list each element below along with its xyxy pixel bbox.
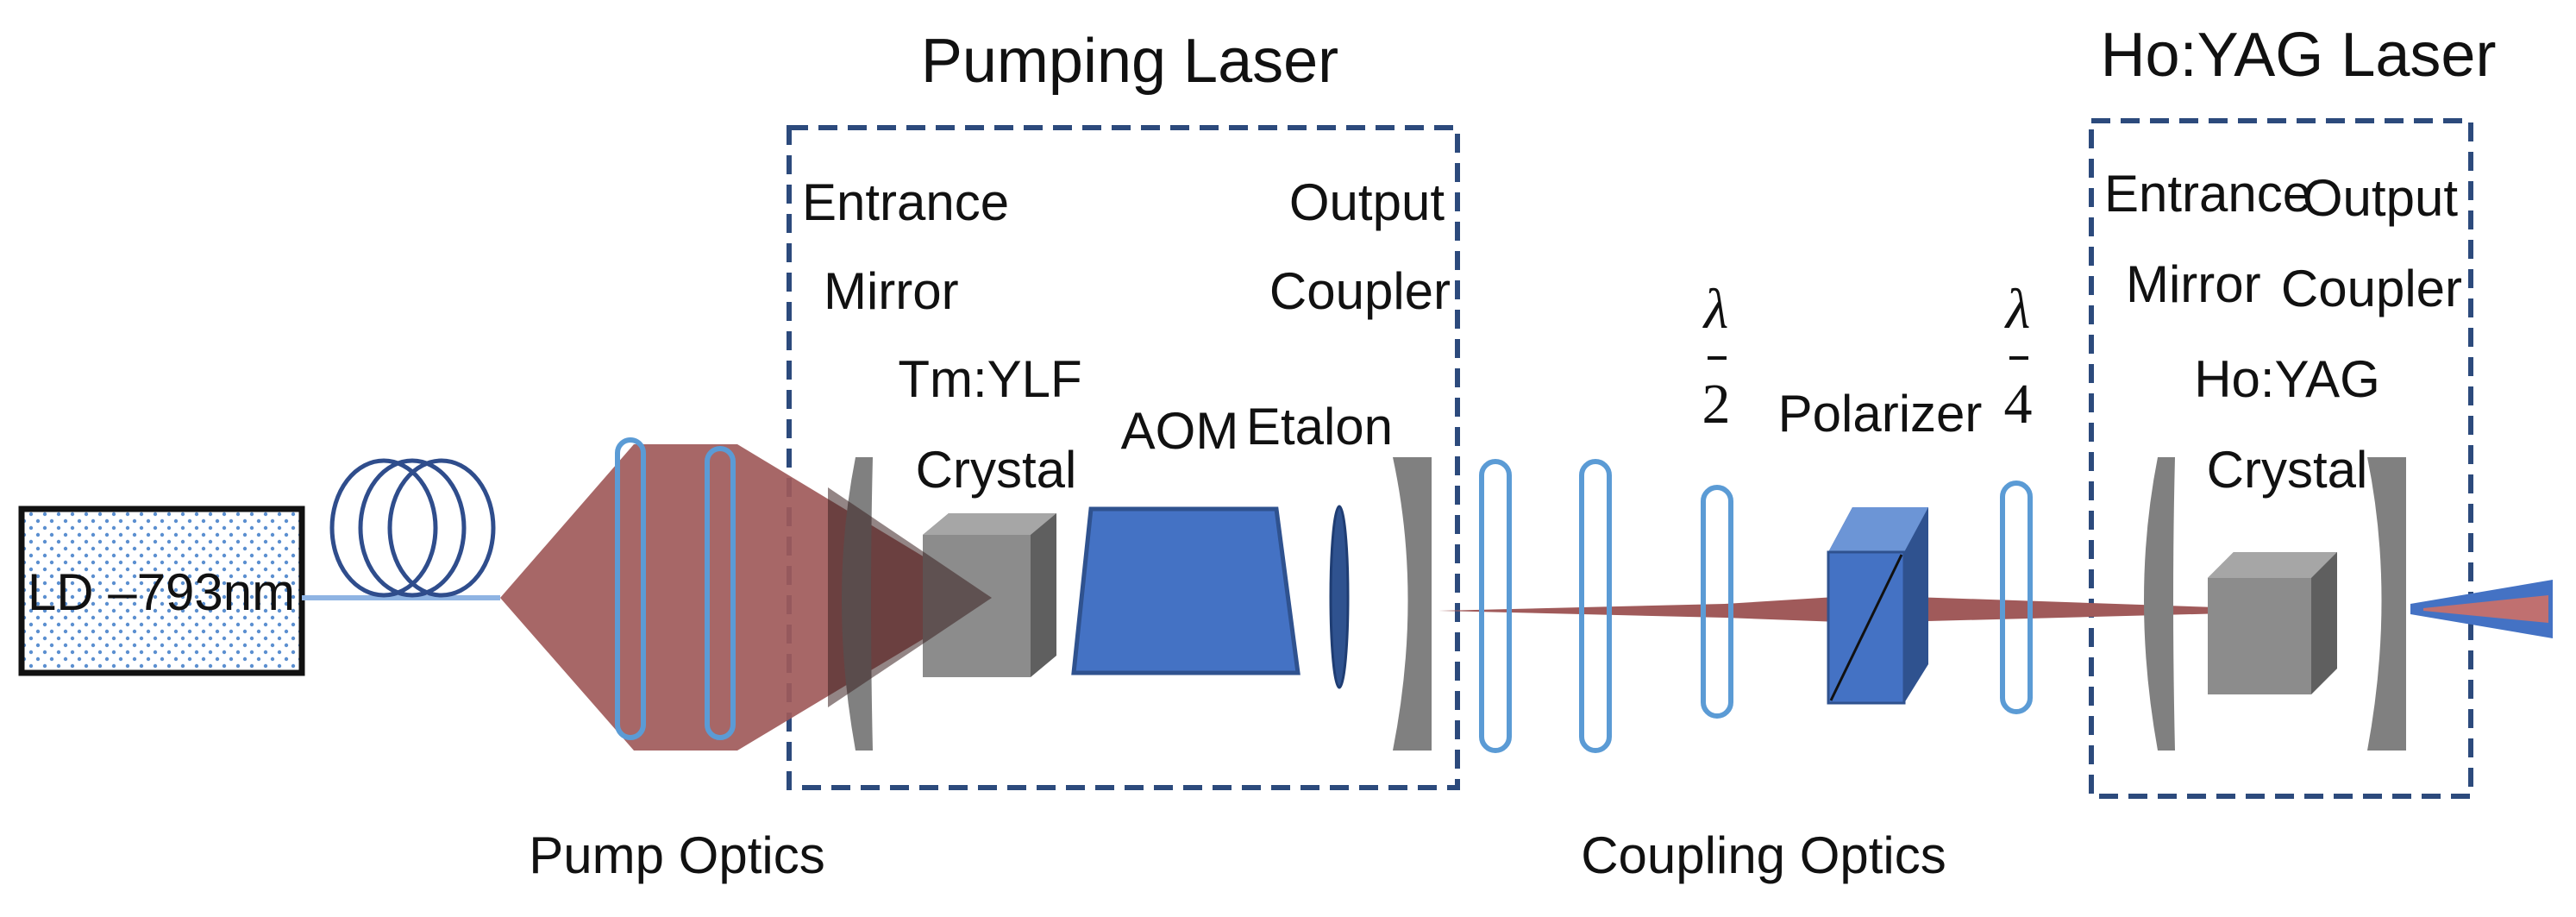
quarter-wave-denominator: 4 <box>2004 373 2033 436</box>
half-wave-plate <box>1701 485 1733 719</box>
output-beam-inner <box>2423 595 2548 623</box>
quarter-wave-lambda: λ <box>2004 278 2031 341</box>
pump-entrance-mirror-label-2: Mirror <box>824 262 959 320</box>
aom-block <box>1071 506 1301 675</box>
pumping-laser-box <box>787 125 1460 790</box>
pump-lens-2 <box>705 446 736 740</box>
hoyag-crystal-label-2: Crystal <box>2207 441 2368 499</box>
hoyag-entrance-mirror-label-2: Mirror <box>2126 255 2261 313</box>
laser-diode-source <box>18 506 305 676</box>
polarizer-label: Polarizer <box>1778 385 1983 443</box>
coupling-lens-2 <box>1579 459 1612 753</box>
hoyag-crystal-label-1: Ho:YAG <box>2194 350 2380 408</box>
tmylf-crystal-label-2: Crystal <box>916 441 1077 499</box>
pump-optics-label: Pump Optics <box>529 826 824 884</box>
coupling-lens-1 <box>1479 459 1512 753</box>
hoyag-entrance-mirror <box>2144 457 2175 751</box>
pumping-laser-title: Pumping Laser <box>921 27 1338 96</box>
tmylf-crystal-label-1: Tm:YLF <box>898 350 1081 408</box>
hoyag-output-coupler <box>2367 457 2406 751</box>
quarter-wave-plate <box>2000 480 2033 714</box>
pump-output-coupler <box>1393 457 1432 751</box>
hoyag-laser-box <box>2089 118 2473 799</box>
etalon-label: Etalon <box>1246 398 1393 455</box>
hoyag-output-coupler-label-1: Output <box>2303 169 2458 227</box>
pump-beam <box>500 444 992 751</box>
pump-output-coupler-label-2: Coupler <box>1269 262 1451 320</box>
pump-lens-1 <box>615 437 646 740</box>
coupling-optics-label: Coupling Optics <box>1581 826 1946 884</box>
hoyag-laser-title: Ho:YAG Laser <box>2101 21 2497 90</box>
half-wave-lambda: λ <box>1702 278 1729 341</box>
fiber-coil-icon <box>329 458 496 598</box>
hoyag-output-coupler-label-2: Coupler <box>2281 260 2462 317</box>
etalon-plate <box>1329 505 1350 689</box>
pump-output-coupler-label-1: Output <box>1289 173 1445 231</box>
polarizer-cube <box>1827 507 1928 705</box>
half-wave-denominator: 2 <box>1702 373 1731 436</box>
laser-diode-label: LD –793nm <box>28 563 295 621</box>
hoyag-entrance-mirror-label-1: Entrance <box>2104 165 2311 223</box>
pump-entrance-mirror-label-1: Entrance <box>802 173 1009 231</box>
hoyag-crystal-cube <box>2208 552 2337 694</box>
aom-label: AOM <box>1121 402 1239 460</box>
pump-focus-overlay <box>828 487 992 707</box>
